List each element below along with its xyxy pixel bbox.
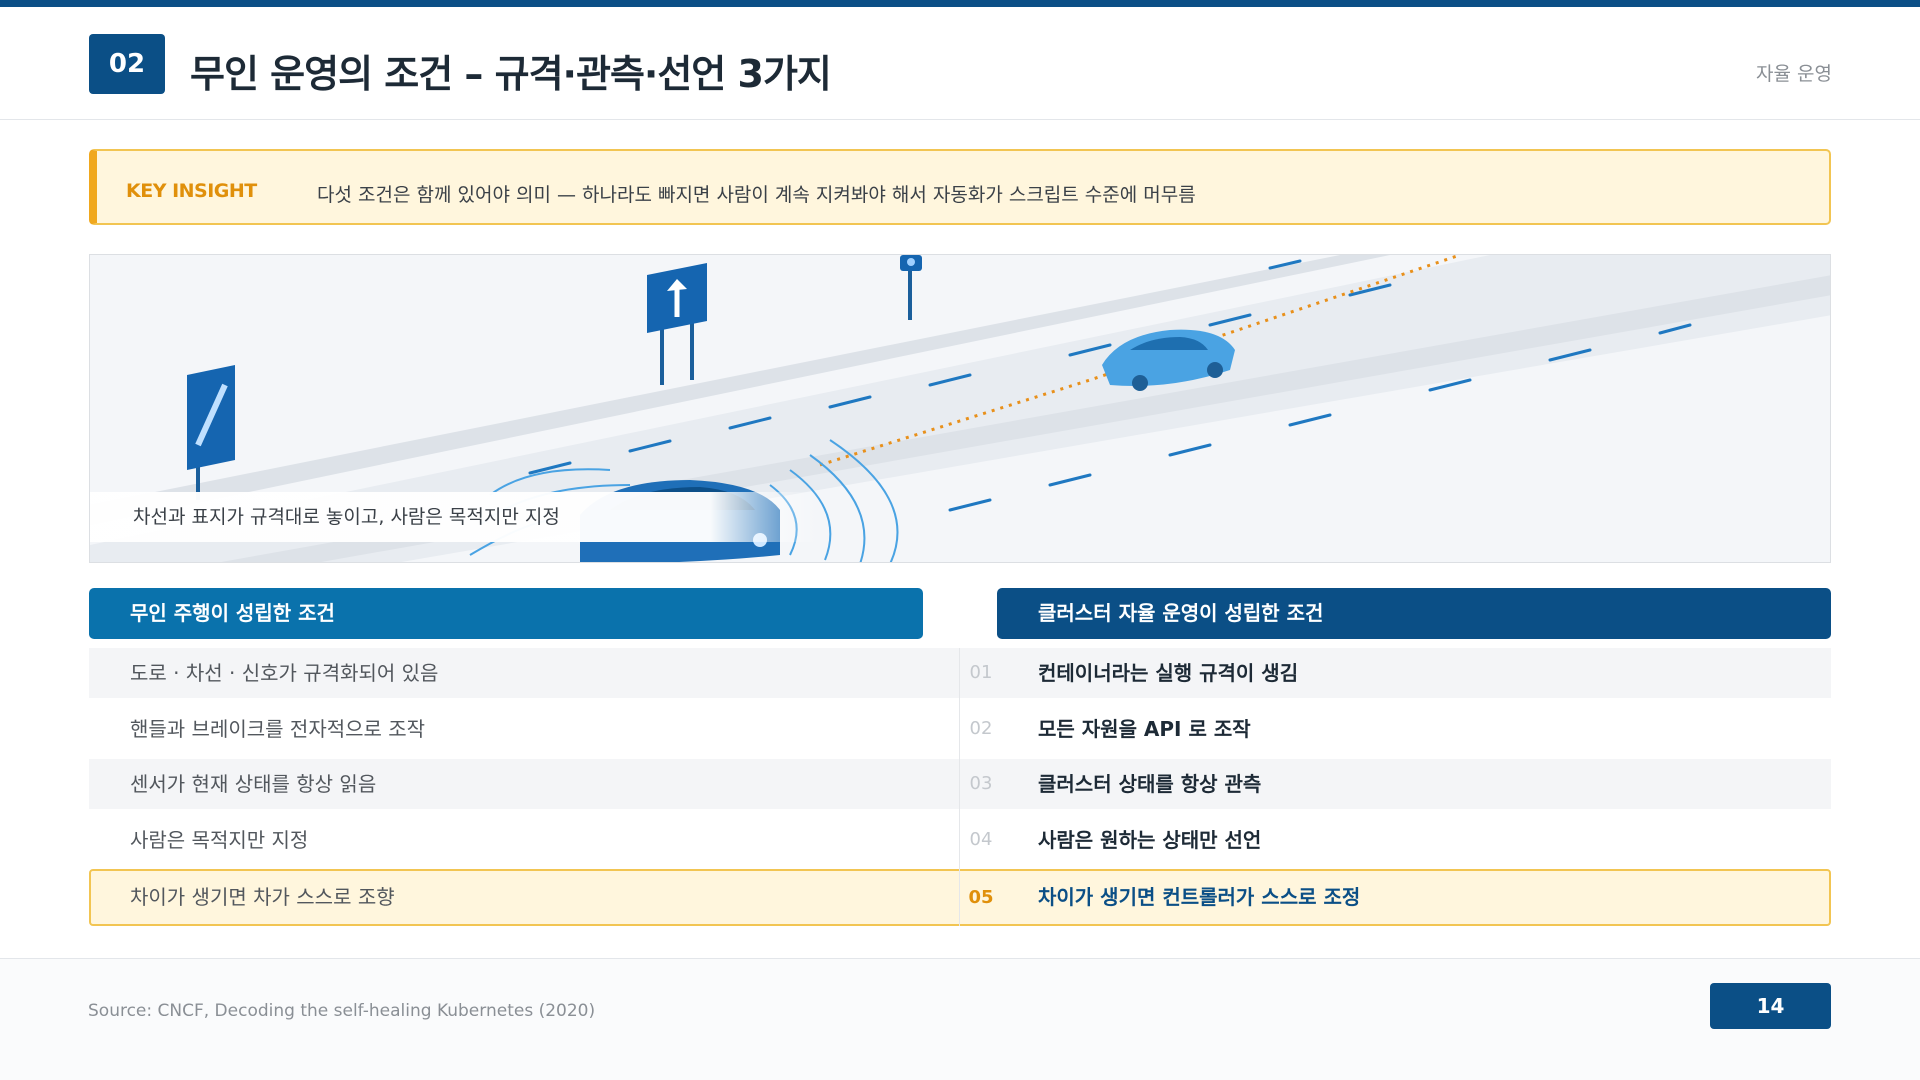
leading-car-icon (1102, 329, 1235, 391)
illustration-caption: 차선과 표지가 규격대로 놓이고, 사람은 목적지만 지정 (90, 492, 820, 542)
comparison-row: 사람은 목적지만 지정 04 사람은 원하는 상태만 선언 (89, 815, 1831, 865)
right-condition-text: 클러스터 상태를 항상 관측 (1038, 772, 1262, 796)
page-number-badge: 14 (1710, 983, 1831, 1029)
arrow-sign-icon (647, 263, 707, 385)
row-number: 02 (969, 718, 993, 739)
road-scene-svg (90, 255, 1830, 562)
left-condition-text: 도로 · 차선 · 신호가 규격화되어 있음 (130, 661, 439, 685)
highlighted-comparison-row: 차이가 생기면 차가 스스로 조향 05 차이가 생기면 컨트롤러가 스스로 조… (89, 869, 1831, 926)
traffic-light-icon (900, 255, 922, 320)
key-insight-box: KEY INSIGHT 다섯 조건은 함께 있어야 의미 — 하나라도 빠지면 … (89, 149, 1831, 225)
left-condition-text: 핸들과 브레이크를 전자적으로 조작 (130, 717, 426, 741)
left-condition-text: 사람은 목적지만 지정 (130, 828, 309, 852)
row-number: 04 (969, 829, 993, 850)
left-column-heading: 무인 주행이 성립한 조건 (89, 588, 923, 639)
right-condition-text: 컨테이너라는 실행 규격이 생김 (1038, 661, 1299, 685)
page-title: 무인 운영의 조건 – 규격·관측·선언 3가지 (190, 52, 832, 96)
section-number-badge: 02 (89, 34, 165, 94)
right-condition-text: 사람은 원하는 상태만 선언 (1038, 828, 1262, 852)
slide-header: 02 무인 운영의 조건 – 규격·관측·선언 3가지 자율 운영 (0, 7, 1920, 120)
column-divider (959, 648, 960, 926)
insight-label: KEY INSIGHT (126, 180, 257, 202)
lane-markings (528, 259, 1692, 512)
right-condition-text: 차이가 생기면 컨트롤러가 스스로 조정 (1038, 885, 1361, 909)
slide-footer: Source: CNCF, Decoding the self-healing … (0, 958, 1920, 1080)
source-citation: Source: CNCF, Decoding the self-healing … (88, 1001, 596, 1021)
road-illustration: 차선과 표지가 규격대로 놓이고, 사람은 목적지만 지정 (89, 254, 1831, 563)
comparison-row: 도로 · 차선 · 신호가 규격화되어 있음 01 컨테이너라는 실행 규격이 … (89, 648, 1831, 698)
row-number: 03 (969, 773, 993, 794)
right-column-heading: 클러스터 자율 운영이 성립한 조건 (997, 588, 1831, 639)
traffic-sign-left-icon (187, 365, 235, 500)
insight-text: 다섯 조건은 함께 있어야 의미 — 하나라도 빠지면 사람이 계속 지켜봐야 … (317, 184, 1196, 206)
left-condition-text: 센서가 현재 상태를 항상 읽음 (130, 772, 377, 796)
left-condition-text: 차이가 생기면 차가 스스로 조향 (130, 885, 395, 909)
right-condition-text: 모든 자원을 API 로 조작 (1038, 717, 1251, 741)
row-number: 01 (969, 662, 993, 683)
section-tag: 자율 운영 (1756, 63, 1832, 85)
top-accent-bar (0, 0, 1920, 7)
row-number: 05 (968, 887, 994, 908)
comparison-row: 핸들과 브레이크를 전자적으로 조작 02 모든 자원을 API 로 조작 (89, 704, 1831, 754)
comparison-row: 센서가 현재 상태를 항상 읽음 03 클러스터 상태를 항상 관측 (89, 759, 1831, 809)
